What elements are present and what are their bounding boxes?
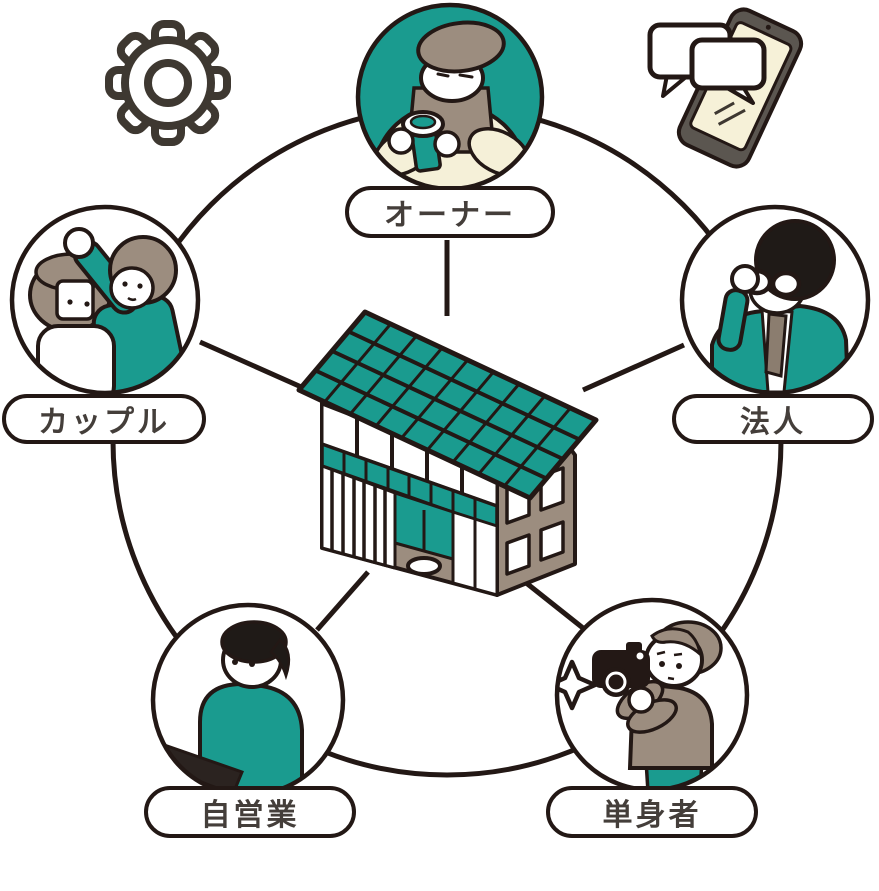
machiya-house-icon (296, 309, 599, 597)
photographer-with-camera-avatar (554, 597, 750, 793)
chat-bubble-front (689, 37, 767, 91)
awning-segments (342, 452, 477, 520)
roof-tile-columns (323, 323, 572, 487)
node-label-owner: オーナー (345, 186, 555, 238)
spoke-left (198, 339, 310, 393)
entrance-stone (406, 556, 442, 576)
couple-circle-border (9, 204, 201, 396)
businessman-adjusting-glasses-avatar (679, 204, 871, 396)
raised-fist (63, 227, 95, 259)
spoke-lines (198, 240, 686, 634)
roof-tile-rows (314, 329, 581, 481)
spoke-right (581, 342, 686, 393)
owner-with-teacup-avatar (355, 2, 545, 192)
camera-lens (601, 667, 631, 697)
glasses-lens (770, 270, 802, 298)
corporation-circle-border (679, 204, 871, 396)
spoke-bottom-left (315, 570, 370, 632)
screen-reflection (714, 101, 746, 126)
gear-icon (105, 20, 231, 146)
spoke-bottom-right (518, 576, 590, 634)
node-label-couple: カップル (2, 394, 206, 444)
man-at-laptop-avatar (150, 602, 346, 798)
lattice-slats (330, 470, 387, 565)
necktie (764, 312, 788, 378)
smartphone-chat-bubbles-icon (647, 7, 804, 169)
node-label-corporation: 法人 (672, 394, 874, 444)
couple-avatar (9, 204, 201, 396)
phone-camera-dot (765, 24, 771, 30)
node-label-self-employed: 自営業 (144, 786, 356, 838)
node-label-single-person: 単身者 (546, 786, 758, 838)
